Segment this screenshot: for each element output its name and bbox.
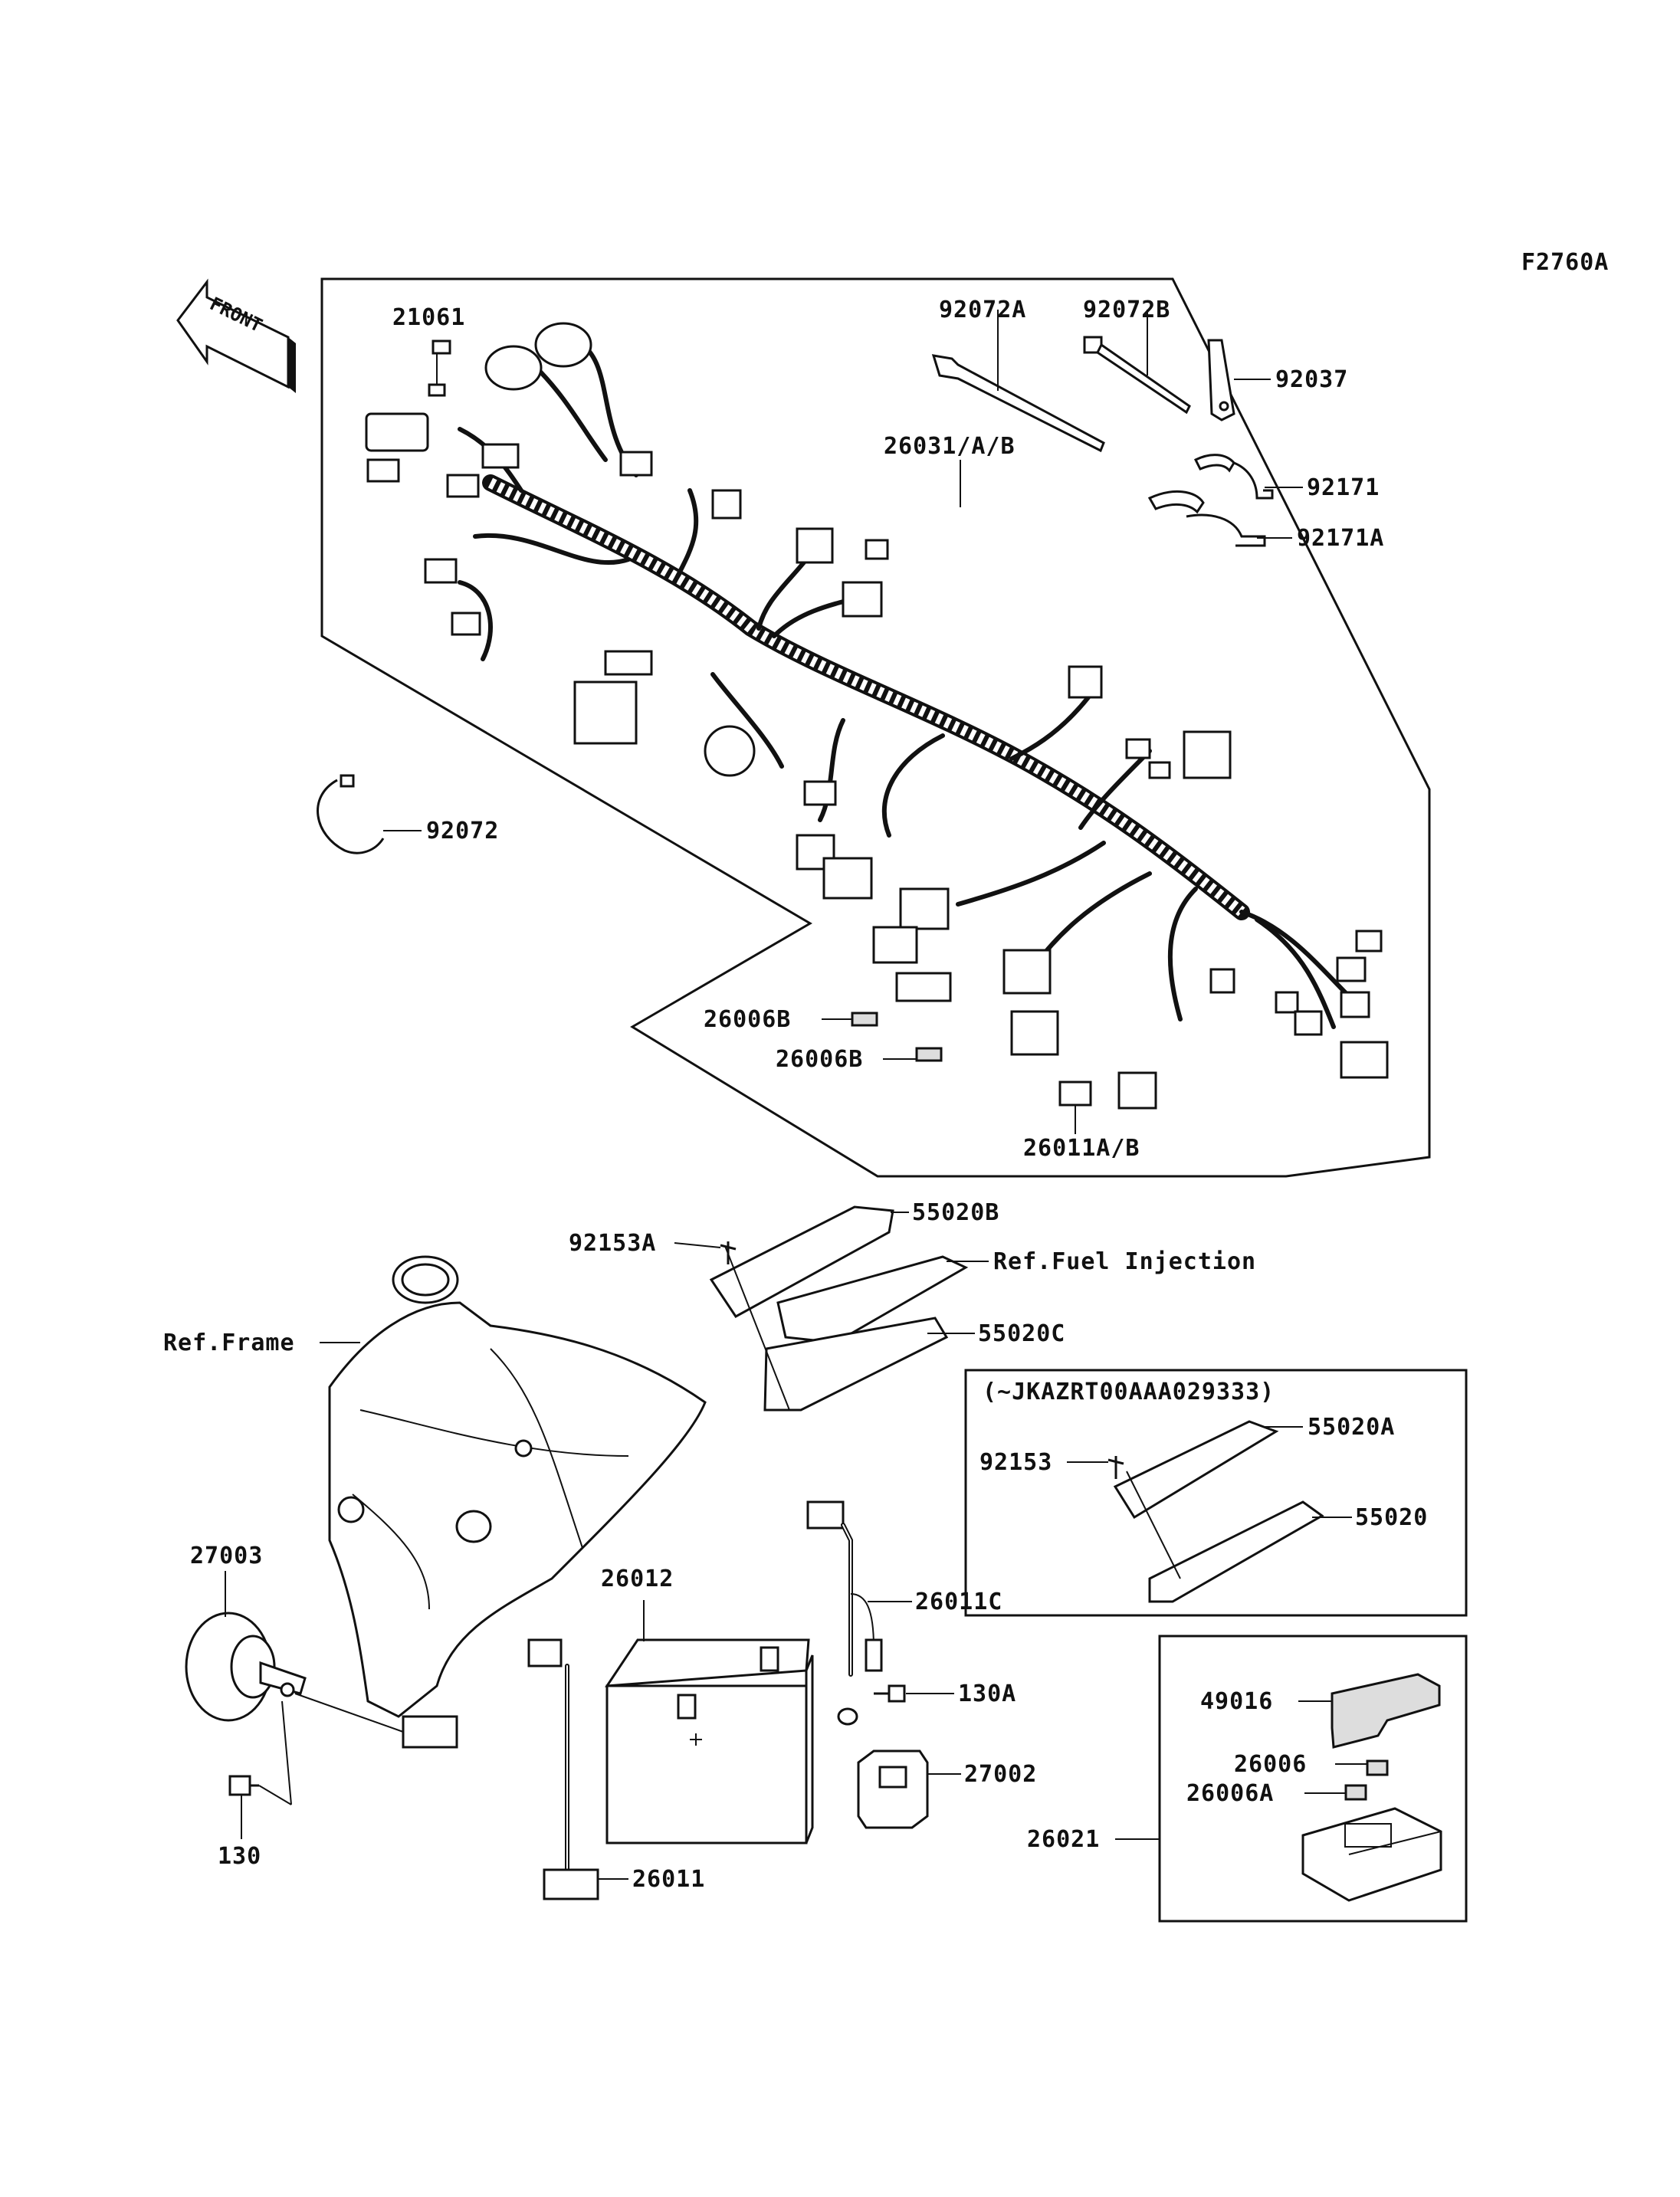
label-26006a[interactable]: 26006A: [1186, 1780, 1274, 1807]
harness-group-outline: [320, 277, 1431, 1178]
label-55020c[interactable]: 55020C: [978, 1320, 1065, 1347]
label-ref-frame[interactable]: Ref.Frame: [163, 1330, 295, 1356]
harness-connectors: [365, 322, 1389, 1110]
label-92153a[interactable]: 92153A: [569, 1230, 656, 1257]
horn-27003-icon: [185, 1612, 307, 1722]
screw-92153a-icon: [720, 1241, 737, 1264]
cable-tie-92072a-icon: [931, 354, 1105, 453]
battery-26012-icon: [605, 1638, 814, 1844]
label-92037[interactable]: 92037: [1275, 366, 1348, 393]
cable-26011-icon: [527, 1638, 599, 1900]
bolt-130-icon: [228, 1775, 259, 1796]
serial-subgroup-box: [964, 1369, 1468, 1617]
label-92171[interactable]: 92171: [1307, 474, 1380, 501]
label-92072a[interactable]: 92072A: [939, 297, 1026, 323]
ecu-bracket-lower-icon: [1113, 1420, 1324, 1603]
fusebox-subgroup-box: [1158, 1635, 1468, 1923]
relay-27002-icon: [857, 1749, 929, 1829]
fuse-26006b-2-icon: [915, 1047, 943, 1062]
label-49016[interactable]: 49016: [1200, 1688, 1273, 1715]
label-55020a[interactable]: 55020A: [1308, 1414, 1395, 1441]
label-26006[interactable]: 26006: [1234, 1751, 1307, 1778]
label-26011ab[interactable]: 26011A/B: [1023, 1135, 1140, 1162]
label-ref-fuel-injection[interactable]: Ref.Fuel Injection: [993, 1248, 1256, 1275]
label-26006b-1[interactable]: 26006B: [704, 1006, 791, 1033]
label-130[interactable]: 130: [218, 1843, 261, 1870]
clamp-92171-icon: [1193, 454, 1274, 500]
bolt-130a-icon: [874, 1684, 906, 1703]
serial-note[interactable]: (~JKAZRT00AAA029333): [983, 1379, 1275, 1405]
label-55020b[interactable]: 55020B: [912, 1199, 999, 1226]
label-26006b-2[interactable]: 26006B: [776, 1046, 863, 1073]
label-92153[interactable]: 92153: [979, 1449, 1052, 1476]
fuse-26006a-icon: [1344, 1784, 1367, 1801]
screw-92153-icon: [1107, 1456, 1124, 1479]
label-92072b[interactable]: 92072B: [1083, 297, 1170, 323]
label-92171a[interactable]: 92171A: [1297, 525, 1384, 552]
cable-tie-92072-icon: [317, 774, 385, 854]
label-26011[interactable]: 26011: [632, 1866, 705, 1893]
clamp-92171a-icon: [1147, 490, 1266, 547]
label-26021[interactable]: 26021: [1027, 1826, 1100, 1853]
label-27003[interactable]: 27003: [190, 1543, 263, 1569]
front-arrow-icon: FRONT: [176, 278, 296, 393]
label-27002[interactable]: 27002: [964, 1761, 1037, 1788]
label-26031[interactable]: 26031/A/B: [884, 433, 1016, 460]
fuse-26006b-1-icon: [851, 1012, 878, 1027]
diagram-code: F2760A: [1521, 249, 1609, 276]
fuse-26006-icon: [1366, 1759, 1389, 1776]
label-130a[interactable]: 130A: [958, 1681, 1016, 1707]
label-21061[interactable]: 21061: [392, 304, 465, 331]
fuse-box-26021-icon: [1301, 1807, 1442, 1902]
label-92072[interactable]: 92072: [426, 818, 499, 844]
frame-icon: [328, 1255, 707, 1749]
label-26011c[interactable]: 26011C: [915, 1589, 1002, 1615]
strap-92037-icon: [1207, 339, 1235, 421]
label-26012[interactable]: 26012: [601, 1566, 674, 1592]
label-55020[interactable]: 55020: [1355, 1504, 1428, 1531]
part-21061-icon: [428, 383, 446, 397]
cable-tie-92072b-icon: [1083, 336, 1191, 415]
connector-26011ab-icon: [1058, 1080, 1092, 1107]
fuse-cover-49016-icon: [1331, 1673, 1441, 1749]
ecu-bracket-upper-icon: [709, 1205, 969, 1412]
cable-26011c-icon: [806, 1500, 883, 1726]
